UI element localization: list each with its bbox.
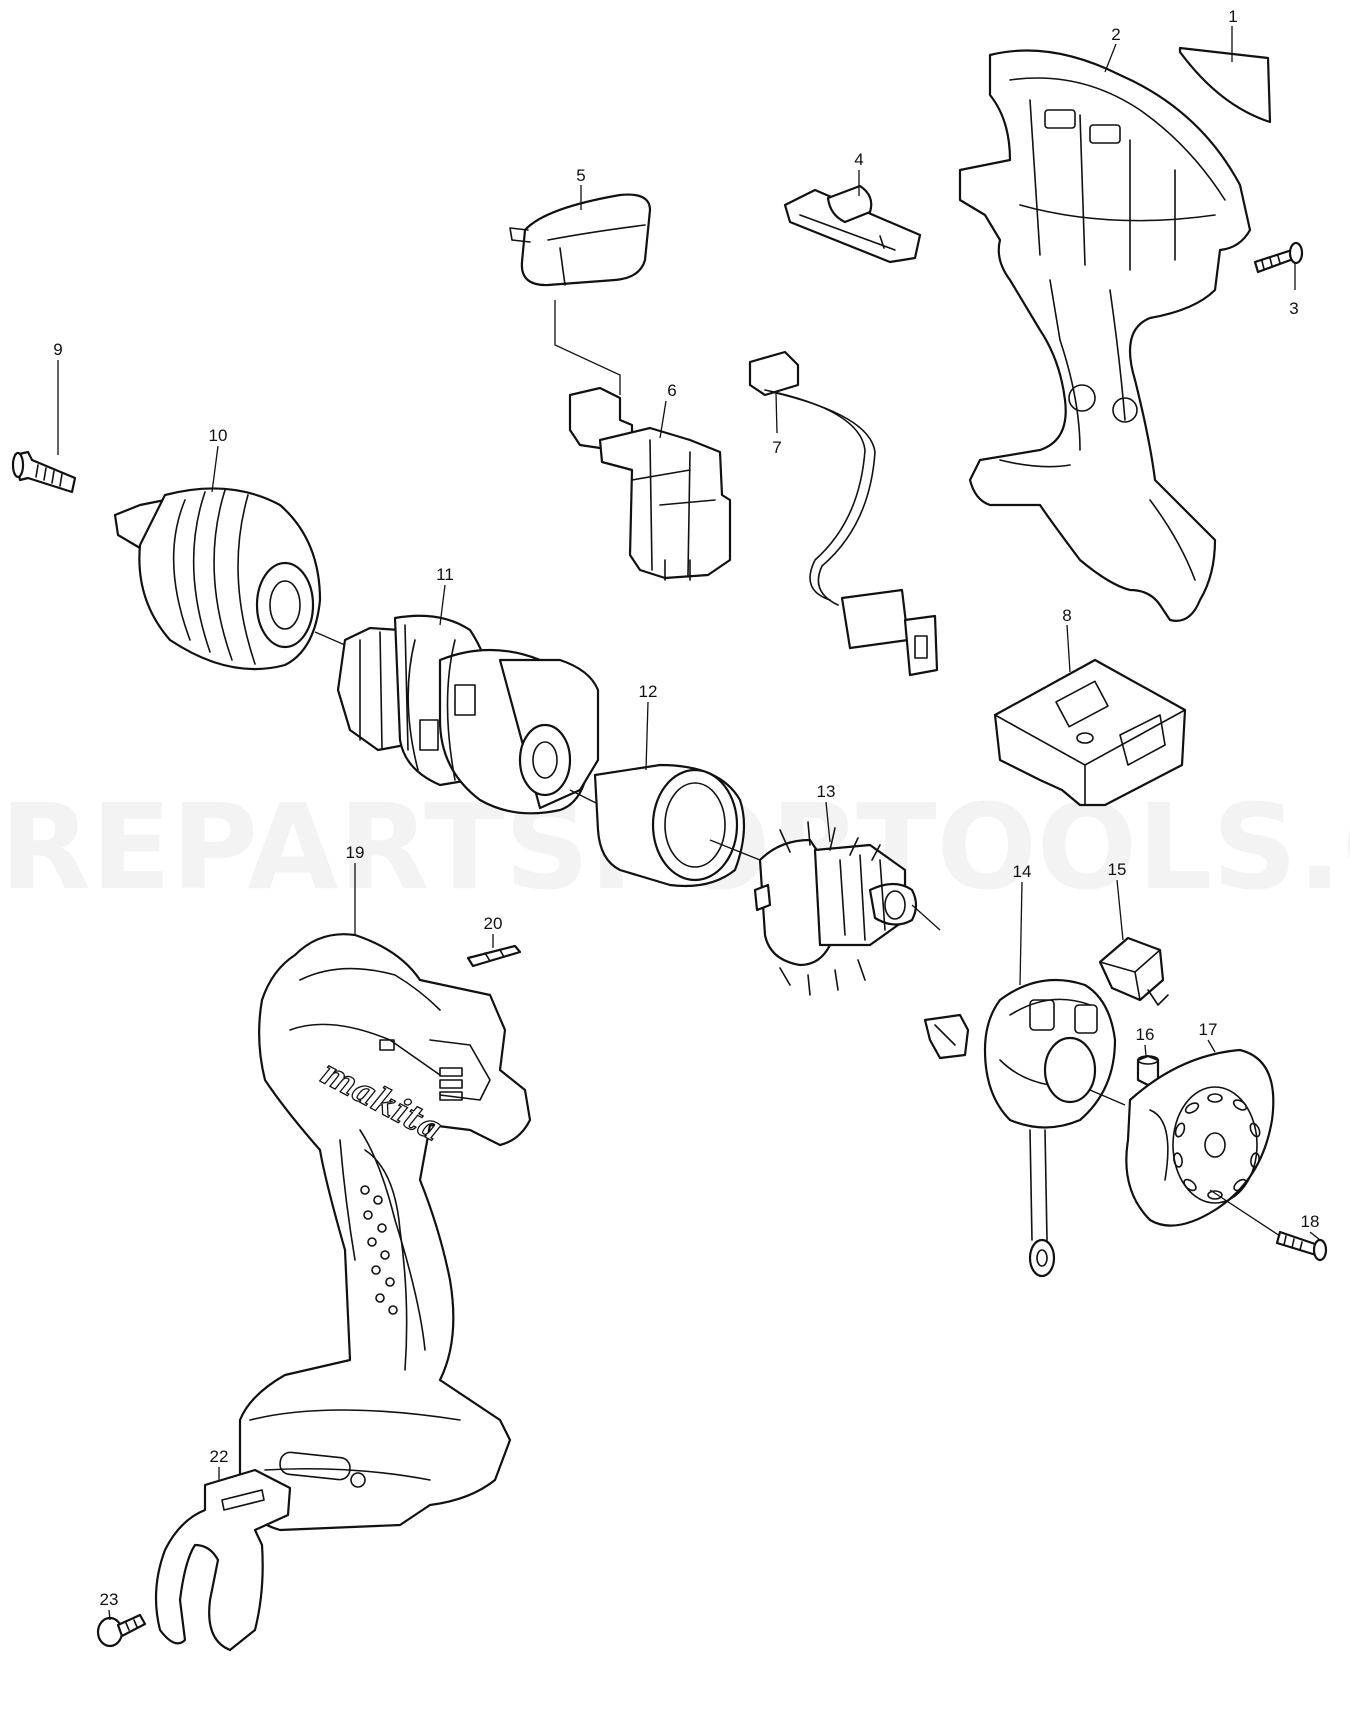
callout-11: 11 xyxy=(436,565,454,584)
callout-7: 7 xyxy=(772,438,781,457)
callout-8: 8 xyxy=(1062,606,1071,625)
callout-15: 15 xyxy=(1108,860,1127,879)
callout-numbers: 1 2 3 4 5 6 7 8 9 10 11 12 13 14 15 16 1… xyxy=(53,7,1319,1609)
part-9-chuck-screw xyxy=(11,450,77,494)
callout-9: 9 xyxy=(53,340,62,359)
part-14-end-plate xyxy=(983,978,1117,1278)
callout-22: 22 xyxy=(210,1447,229,1466)
part-5-lever xyxy=(509,193,652,287)
part-11-gear-assembly xyxy=(336,614,600,815)
part-17-rear-cover xyxy=(1125,1048,1275,1227)
callout-17: 17 xyxy=(1199,1020,1218,1039)
callout-20: 20 xyxy=(484,914,503,933)
callout-18: 18 xyxy=(1301,1212,1320,1231)
part-20-spring xyxy=(466,944,522,968)
callout-1: 1 xyxy=(1228,7,1237,26)
part-4-switch-lever xyxy=(783,184,922,264)
brush-clip xyxy=(923,1013,970,1060)
callout-3: 3 xyxy=(1289,299,1298,318)
part-22-belt-hook xyxy=(154,1468,292,1652)
part-12-magnet-ring xyxy=(593,763,746,888)
part-13-rotor xyxy=(753,821,918,996)
part-10-keyless-chuck xyxy=(113,487,322,671)
part-1-label-plate xyxy=(1178,46,1272,124)
callout-5: 5 xyxy=(576,166,585,185)
callout-6: 6 xyxy=(667,381,676,400)
callout-2: 2 xyxy=(1111,25,1120,44)
part-18-screw xyxy=(1275,1230,1328,1262)
callout-14: 14 xyxy=(1013,862,1032,881)
callout-16: 16 xyxy=(1136,1025,1155,1044)
part-6-switch xyxy=(568,386,732,581)
callout-12: 12 xyxy=(639,682,658,701)
part-7-terminal-wiring xyxy=(748,350,939,677)
callout-4: 4 xyxy=(854,150,863,169)
callout-13: 13 xyxy=(817,782,836,801)
part-23-screw xyxy=(96,1613,147,1648)
callout-10: 10 xyxy=(209,426,228,445)
part-8-controller xyxy=(993,658,1187,807)
part-3-screw xyxy=(1253,241,1304,274)
callout-19: 19 xyxy=(346,843,365,862)
part-19-housing-set: makita xyxy=(238,933,532,1532)
callout-23: 23 xyxy=(100,1590,119,1609)
callout-leaders xyxy=(57,26,1321,1621)
part-2-housing-half xyxy=(958,49,1252,622)
part-15-carbon-brush xyxy=(1098,936,1169,1006)
